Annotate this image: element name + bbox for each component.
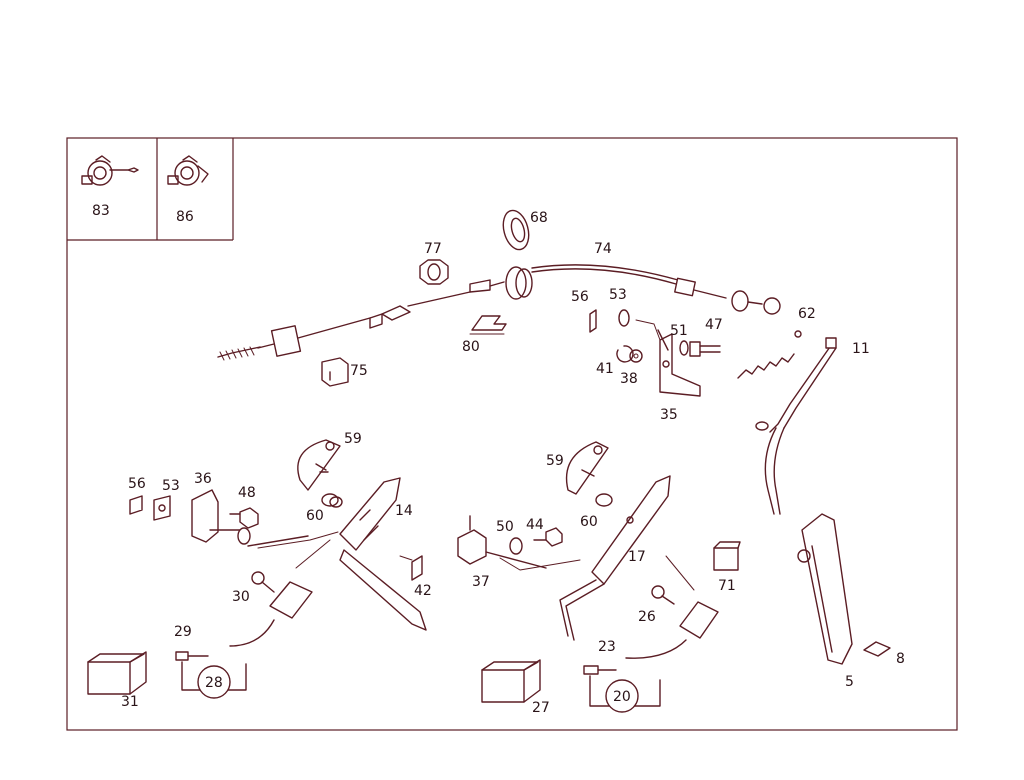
block-36-part[interactable]	[191, 489, 309, 547]
label-62: 62	[798, 306, 816, 322]
nut-77-part[interactable]	[419, 259, 449, 285]
bolt-26-part[interactable]	[651, 585, 675, 605]
inset-boxes	[67, 138, 234, 241]
label-56-upper: 56	[571, 289, 589, 305]
connector-27-part[interactable]	[481, 659, 541, 703]
label-8: 8	[896, 651, 905, 667]
label-28: 28	[205, 675, 223, 691]
bolt-30-part[interactable]	[251, 571, 275, 593]
label-59-left: 59	[344, 431, 362, 447]
label-27: 27	[532, 700, 550, 716]
switch-bracket-right-part[interactable]	[625, 601, 719, 659]
bolt-47-part[interactable]	[689, 341, 721, 357]
bolt-48-part[interactable]	[229, 507, 259, 529]
label-71: 71	[718, 578, 736, 594]
shift-lever-14-part[interactable]	[339, 477, 427, 631]
label-68: 68	[530, 210, 548, 226]
washer-53-left-part[interactable]	[153, 495, 171, 521]
switch-bracket-left-part[interactable]	[229, 581, 313, 647]
washer-50-part[interactable]	[509, 537, 523, 555]
grommet-68-part[interactable]	[499, 208, 533, 253]
washer-51-part[interactable]	[679, 340, 689, 356]
label-36: 36	[194, 471, 212, 487]
label-59-right: 59	[546, 453, 564, 469]
shift-lever-17-part[interactable]	[559, 475, 671, 641]
bushing-60-right-part[interactable]	[595, 493, 613, 507]
label-37: 37	[472, 574, 490, 590]
connector-31-part[interactable]	[87, 651, 147, 695]
clamp-80-part[interactable]	[469, 315, 507, 335]
bushing-60-left-part[interactable]	[321, 493, 343, 508]
label-86: 86	[176, 209, 194, 225]
washer-38-part[interactable]	[629, 349, 643, 363]
spring-62-part[interactable]	[737, 330, 802, 379]
bracket-35-part[interactable]	[657, 329, 701, 397]
harness-20-part[interactable]	[589, 675, 661, 713]
sensor-37-part[interactable]	[457, 515, 547, 569]
label-75: 75	[350, 363, 368, 379]
label-48: 48	[238, 485, 256, 501]
diagram-frame	[66, 137, 958, 731]
label-77: 77	[424, 241, 442, 257]
label-51: 51	[670, 323, 688, 339]
clip-42-part[interactable]	[411, 555, 423, 581]
label-20: 20	[613, 689, 631, 705]
label-38: 38	[620, 371, 638, 387]
label-35: 35	[660, 407, 678, 423]
label-5: 5	[845, 674, 854, 690]
clip-56-left-part[interactable]	[129, 495, 143, 515]
label-53-left: 53	[162, 478, 180, 494]
label-50: 50	[496, 519, 514, 535]
label-83: 83	[92, 203, 110, 219]
label-14: 14	[395, 503, 413, 519]
label-41: 41	[596, 361, 614, 377]
label-53-upper: 53	[609, 287, 627, 303]
label-17: 17	[628, 549, 646, 565]
label-60-left: 60	[306, 508, 324, 524]
label-80: 80	[462, 339, 480, 355]
pin-29-part[interactable]	[175, 651, 209, 661]
label-47: 47	[705, 317, 723, 333]
label-11: 11	[852, 341, 870, 357]
shift-cable-74-part[interactable]	[217, 264, 781, 361]
label-26: 26	[638, 609, 656, 625]
switch-71-part[interactable]	[713, 541, 741, 571]
gate-plate-59-left-part[interactable]	[297, 439, 341, 491]
gate-plate-59-right-part[interactable]	[565, 441, 609, 495]
clip-8-part[interactable]	[863, 641, 891, 657]
label-60-right: 60	[580, 514, 598, 530]
label-30: 30	[232, 589, 250, 605]
label-56-left: 56	[128, 476, 146, 492]
shift-rod-11-part[interactable]	[755, 337, 837, 515]
label-74: 74	[594, 241, 612, 257]
label-44: 44	[526, 517, 544, 533]
label-42: 42	[414, 583, 432, 599]
label-31: 31	[121, 694, 139, 710]
washer-53-upper-part[interactable]	[618, 309, 630, 327]
clip-83-part[interactable]	[81, 155, 139, 186]
pin-23-part[interactable]	[583, 665, 617, 675]
label-23: 23	[598, 639, 616, 655]
clip-56-upper-part[interactable]	[589, 309, 597, 333]
label-29: 29	[174, 624, 192, 640]
bracket-75-part[interactable]	[321, 357, 349, 387]
part-labels: 83 86 68 77 74 56 53 62 11 51 47 80 41 3…	[92, 203, 905, 716]
clip-86-part[interactable]	[167, 155, 209, 186]
harness-28-part[interactable]	[181, 661, 247, 699]
circlip-41-part[interactable]	[616, 345, 634, 363]
lever-5-part[interactable]	[797, 513, 853, 665]
screw-44-part[interactable]	[533, 527, 563, 547]
leader-lines	[257, 319, 695, 591]
